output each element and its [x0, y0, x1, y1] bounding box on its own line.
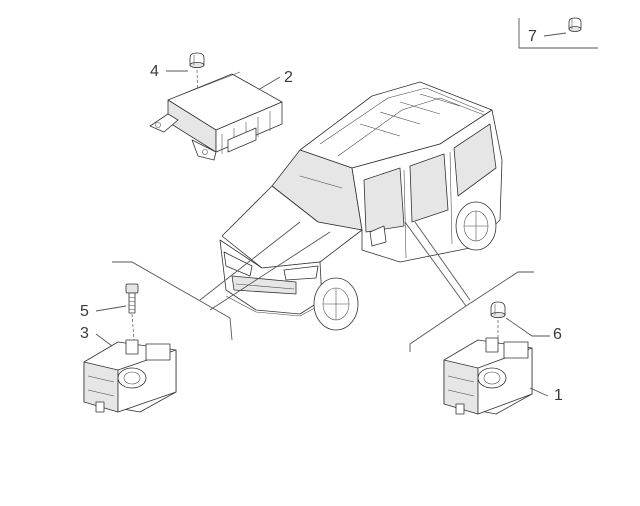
airbag-control-unit-icon	[149, 71, 283, 161]
crash-sensor-icon	[83, 339, 177, 413]
right-sensor-group: 6 1	[404, 221, 563, 415]
callout-4-label: 4	[150, 63, 159, 80]
bolt-icon	[125, 283, 139, 314]
crash-sensor-icon	[443, 337, 533, 415]
van-outline-icon	[199, 81, 503, 331]
callout-2-group: 2	[149, 69, 293, 161]
nut-icon	[189, 52, 205, 69]
nut-icon	[568, 17, 582, 32]
callout-1-label: 1	[554, 387, 563, 404]
callout-7-label: 7	[528, 28, 537, 45]
callout-4-group: 4	[150, 52, 205, 139]
left-sensor-group: 5 3	[80, 261, 233, 413]
callout-6-label: 6	[553, 326, 562, 343]
callout-7-group: 7	[518, 17, 598, 49]
callout-2-label: 2	[284, 69, 293, 86]
nut-icon	[490, 301, 506, 318]
callout-3-label: 3	[80, 325, 89, 342]
callout-5-label: 5	[80, 303, 89, 320]
